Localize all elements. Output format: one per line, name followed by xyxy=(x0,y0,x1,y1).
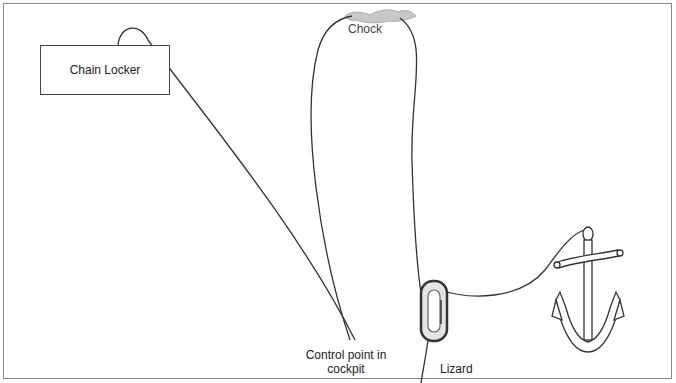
box-label: Chain Locker xyxy=(70,63,141,77)
part-label: Chock xyxy=(348,22,382,36)
part-label: Control point in cockpit xyxy=(300,348,392,376)
rode-line xyxy=(311,16,352,340)
part-label: Lizard xyxy=(440,362,473,376)
rode-line xyxy=(400,18,426,318)
frame xyxy=(4,4,672,379)
anchor xyxy=(552,227,624,352)
lizard-line xyxy=(421,340,428,383)
carabiner xyxy=(421,281,447,341)
storage-box: Chain Locker xyxy=(40,45,170,95)
chock-fitting xyxy=(345,10,416,23)
